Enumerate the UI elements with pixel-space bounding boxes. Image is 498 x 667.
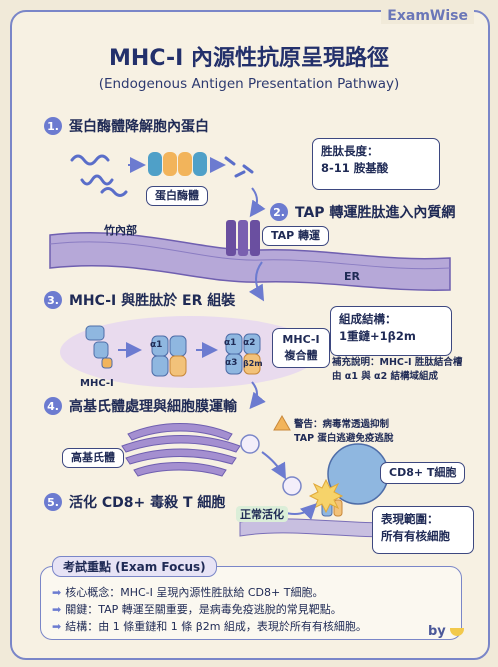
peptide-length-label: 胜肽長度：: [321, 144, 379, 158]
step-4-label: 高基氏體處理與細胞膜運輸: [69, 399, 237, 415]
golgi-label: 高基氏體: [62, 448, 124, 468]
step-1-number: 1.: [44, 117, 62, 135]
proteasome-barrel: [148, 152, 207, 176]
byline: by: [428, 624, 465, 639]
step-3: 3. MHC-I 與胜肽於 ER 組裝: [44, 290, 235, 310]
composition-box: 組成結構： 1重鏈+1β2m: [330, 306, 452, 356]
step-4-number: 4.: [44, 397, 62, 415]
mhc-intermediate: [151, 335, 187, 377]
page-title: MHC-I 內源性抗原呈現路徑: [109, 46, 389, 71]
alpha3-label: α3: [225, 358, 238, 368]
arrow-icon: ➡: [52, 586, 62, 599]
transport-vesicles: [240, 434, 302, 496]
er-label: ER: [344, 270, 360, 283]
step-3-label: MHC-I 與胜肽於 ER 組裝: [69, 293, 236, 309]
alpha2-label: α2: [243, 338, 256, 348]
supplement-note: 補充說明：MHC-I 胜肽結合槽 由 α1 與 α2 結構域組成: [332, 356, 462, 385]
golgi-stack: [121, 423, 241, 477]
peptide-length-value: 8-11 胺基酸: [321, 160, 389, 175]
proteasome-label: 蛋白酶體: [146, 186, 208, 206]
protein-chains: [70, 154, 128, 197]
b2m-label: β2m: [243, 359, 263, 368]
cytosol-label: 竹內部: [104, 224, 137, 237]
expression-value: 所有有核細胞: [381, 528, 450, 543]
step-4: 4. 高基氏體處理與細胞膜運輸: [44, 396, 237, 416]
peptide-length-box: 胜肽長度： 8-11 胺基酸: [312, 138, 440, 190]
mhc-complex-box: MHC-I 複合體: [272, 328, 330, 368]
step-5: 5. 活化 CD8+ 毒殺 T 細胞: [44, 492, 225, 512]
warning-line1: 警告：病毒常透過抑制: [294, 419, 390, 430]
step-2-label: TAP 轉運胜肽進入內質網: [295, 205, 456, 221]
mhc-complex-line1: MHC-I: [282, 333, 320, 346]
arrow-down-3: [249, 381, 266, 410]
composition-value: 1重鏈+1β2m: [339, 328, 416, 343]
composition-label: 組成結構：: [339, 312, 397, 326]
mhc-assembled: [225, 333, 261, 375]
exam-focus-item-2: ➡關鍵：TAP 轉運至關重要，是病毒免疫逃脫的常見靶點。: [52, 601, 342, 617]
step-5-label: 活化 CD8+ 毒殺 T 細胞: [69, 495, 226, 511]
cd8-label: CD8+ T細胞: [380, 462, 466, 484]
activation-burst: [308, 478, 344, 514]
alpha1-label-a: α1: [150, 340, 163, 350]
banana-icon: [450, 627, 465, 636]
exam-focus-title: 考試重點 (Exam Focus): [52, 556, 217, 577]
byline-text: by: [428, 624, 446, 639]
expression-label: 表現範圍：: [381, 512, 439, 526]
exam-focus-item-3-text: 結構：由 1 條重鏈和 1 條 β2m 組成，表現於所有有核細胞。: [65, 620, 367, 633]
mhc-heavy-chain-unfolded: [85, 325, 113, 369]
brand-label: ExamWise: [381, 8, 474, 24]
step-3-number: 3.: [44, 291, 62, 309]
exam-focus-panel: [40, 566, 462, 640]
step-5-number: 5.: [44, 493, 62, 511]
step-2: 2. TAP 轉運胜肽進入內質網: [270, 202, 455, 222]
supplement-note-line1: 補充說明：MHC-I 胜肽結合槽: [332, 357, 463, 368]
exam-focus-item-1-text: 核心概念：MHC-I 呈現內源性胜肽給 CD8+ T細胞。: [65, 586, 324, 599]
exam-focus-item-1: ➡核心概念：MHC-I 呈現內源性胜肽給 CD8+ T細胞。: [52, 584, 323, 600]
arrow-icon: ➡: [52, 620, 62, 633]
mhc-i-label: MHC-I: [80, 378, 114, 389]
warning-icon: [273, 414, 291, 431]
step-2-number: 2.: [270, 203, 288, 221]
mhc-complex-line2: 複合體: [284, 348, 318, 362]
exam-focus-item-2-text: 關鍵：TAP 轉運至關重要，是病毒免疫逃脫的常見靶點。: [65, 603, 342, 616]
peptide-fragments: [224, 156, 254, 178]
supplement-note-line2: 由 α1 與 α2 結構域組成: [332, 371, 439, 383]
er-membrane: [49, 232, 451, 291]
step-1: 1. 蛋白酶體降解胞內蛋白: [44, 116, 209, 136]
arrow-icon: ➡: [52, 603, 62, 616]
expression-box: 表現範圍： 所有有核細胞: [372, 506, 474, 554]
arrow-down-2: [248, 261, 265, 302]
tap-transporter-icon: [226, 220, 260, 256]
warning-line2: TAP 蛋白逃避免疫逃脫: [294, 433, 394, 445]
normal-activation-label: 正常活化: [236, 506, 288, 522]
exam-focus-item-3: ➡結構：由 1 條重鏈和 1 條 β2m 組成，表現於所有有核細胞。: [52, 618, 367, 634]
page-subtitle: (Endogenous Antigen Presentation Pathway…: [98, 76, 400, 92]
warning-note: 警告：病毒常透過抑制 TAP 蛋白逃避免疫逃脫: [294, 418, 393, 447]
step-1-label: 蛋白酶體降解胞內蛋白: [69, 119, 209, 135]
arrow-down-1: [249, 187, 266, 218]
tap-label: TAP 轉運: [262, 226, 330, 246]
alpha1-label-b: α1: [224, 338, 237, 348]
